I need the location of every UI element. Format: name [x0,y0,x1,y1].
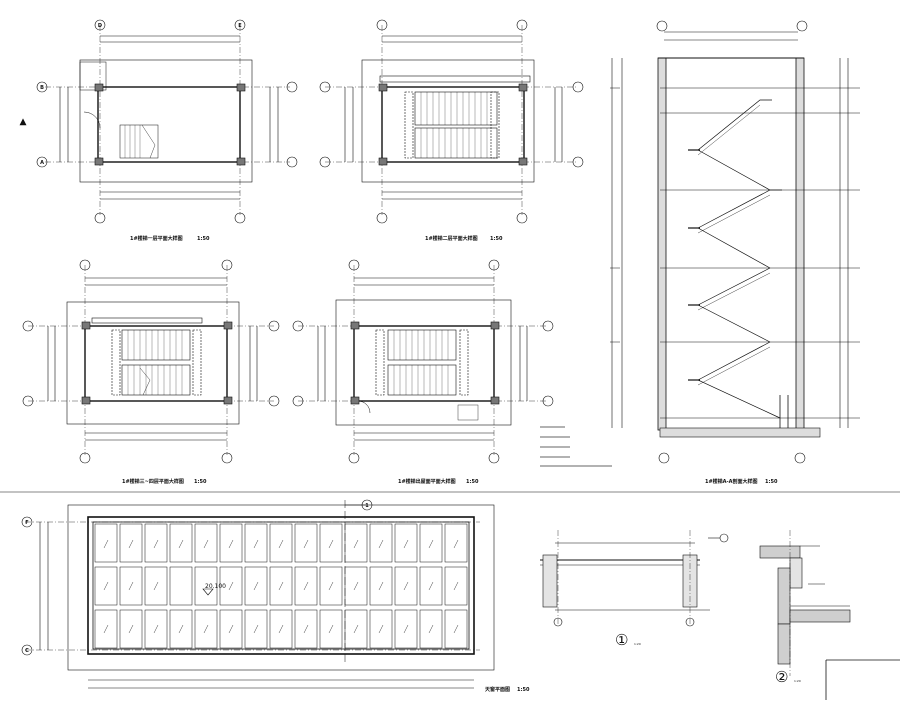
plan-1-scale: 1:50 [197,236,210,242]
plan-2-title: 1#楼梯二层平面大样图 [425,235,478,242]
detail-1-scale: 1:20 [634,642,641,646]
notes-block [540,426,612,467]
skylight-scale: 1:50 [517,687,530,693]
plan-3-title: 1#楼梯三~四层平面大样图 [122,478,184,485]
plan-3-scale: 1:50 [194,479,207,485]
section-title: 1#楼梯A-A剖面大样图 [705,478,757,485]
axis-label-plan1-top-left: D [98,23,102,29]
axis-label-skylight-bottom: C [25,648,29,654]
skylight-plan [21,499,495,689]
plan-1 [19,19,298,224]
plan-2 [319,19,584,224]
axis-label-plan1-left-bottom: A [40,160,44,166]
plan-1-title: 1#楼梯一层平面大样图 [130,235,183,242]
axis-label-skylight-top: F [25,520,28,526]
section-scale: 1:50 [765,479,778,485]
axis-label-plan1-top-right: E [238,23,242,29]
plan-1-outline [79,59,253,183]
plan-1-walls [97,86,241,163]
detail-1-mark: ① [615,631,628,649]
section-aa [610,20,860,464]
plan-3 [22,259,280,464]
detail-2-scale: 1:20 [794,679,801,683]
detail-2-mark: ② [775,668,788,686]
detail-1 [540,530,729,627]
plan-4 [292,259,554,464]
plan-4-scale: 1:50 [466,479,479,485]
detail-2 [759,530,900,700]
skylight-title: 天窗平面图 [485,686,510,693]
plan-4-title: 1#楼梯出屋面平面大样图 [398,478,456,485]
axis-label-plan1-left-top: B [40,85,44,91]
skylight-elevation: 20.100 [205,583,226,590]
skylight-callout-mark: 1 [365,503,369,509]
plan-2-scale: 1:50 [490,236,503,242]
